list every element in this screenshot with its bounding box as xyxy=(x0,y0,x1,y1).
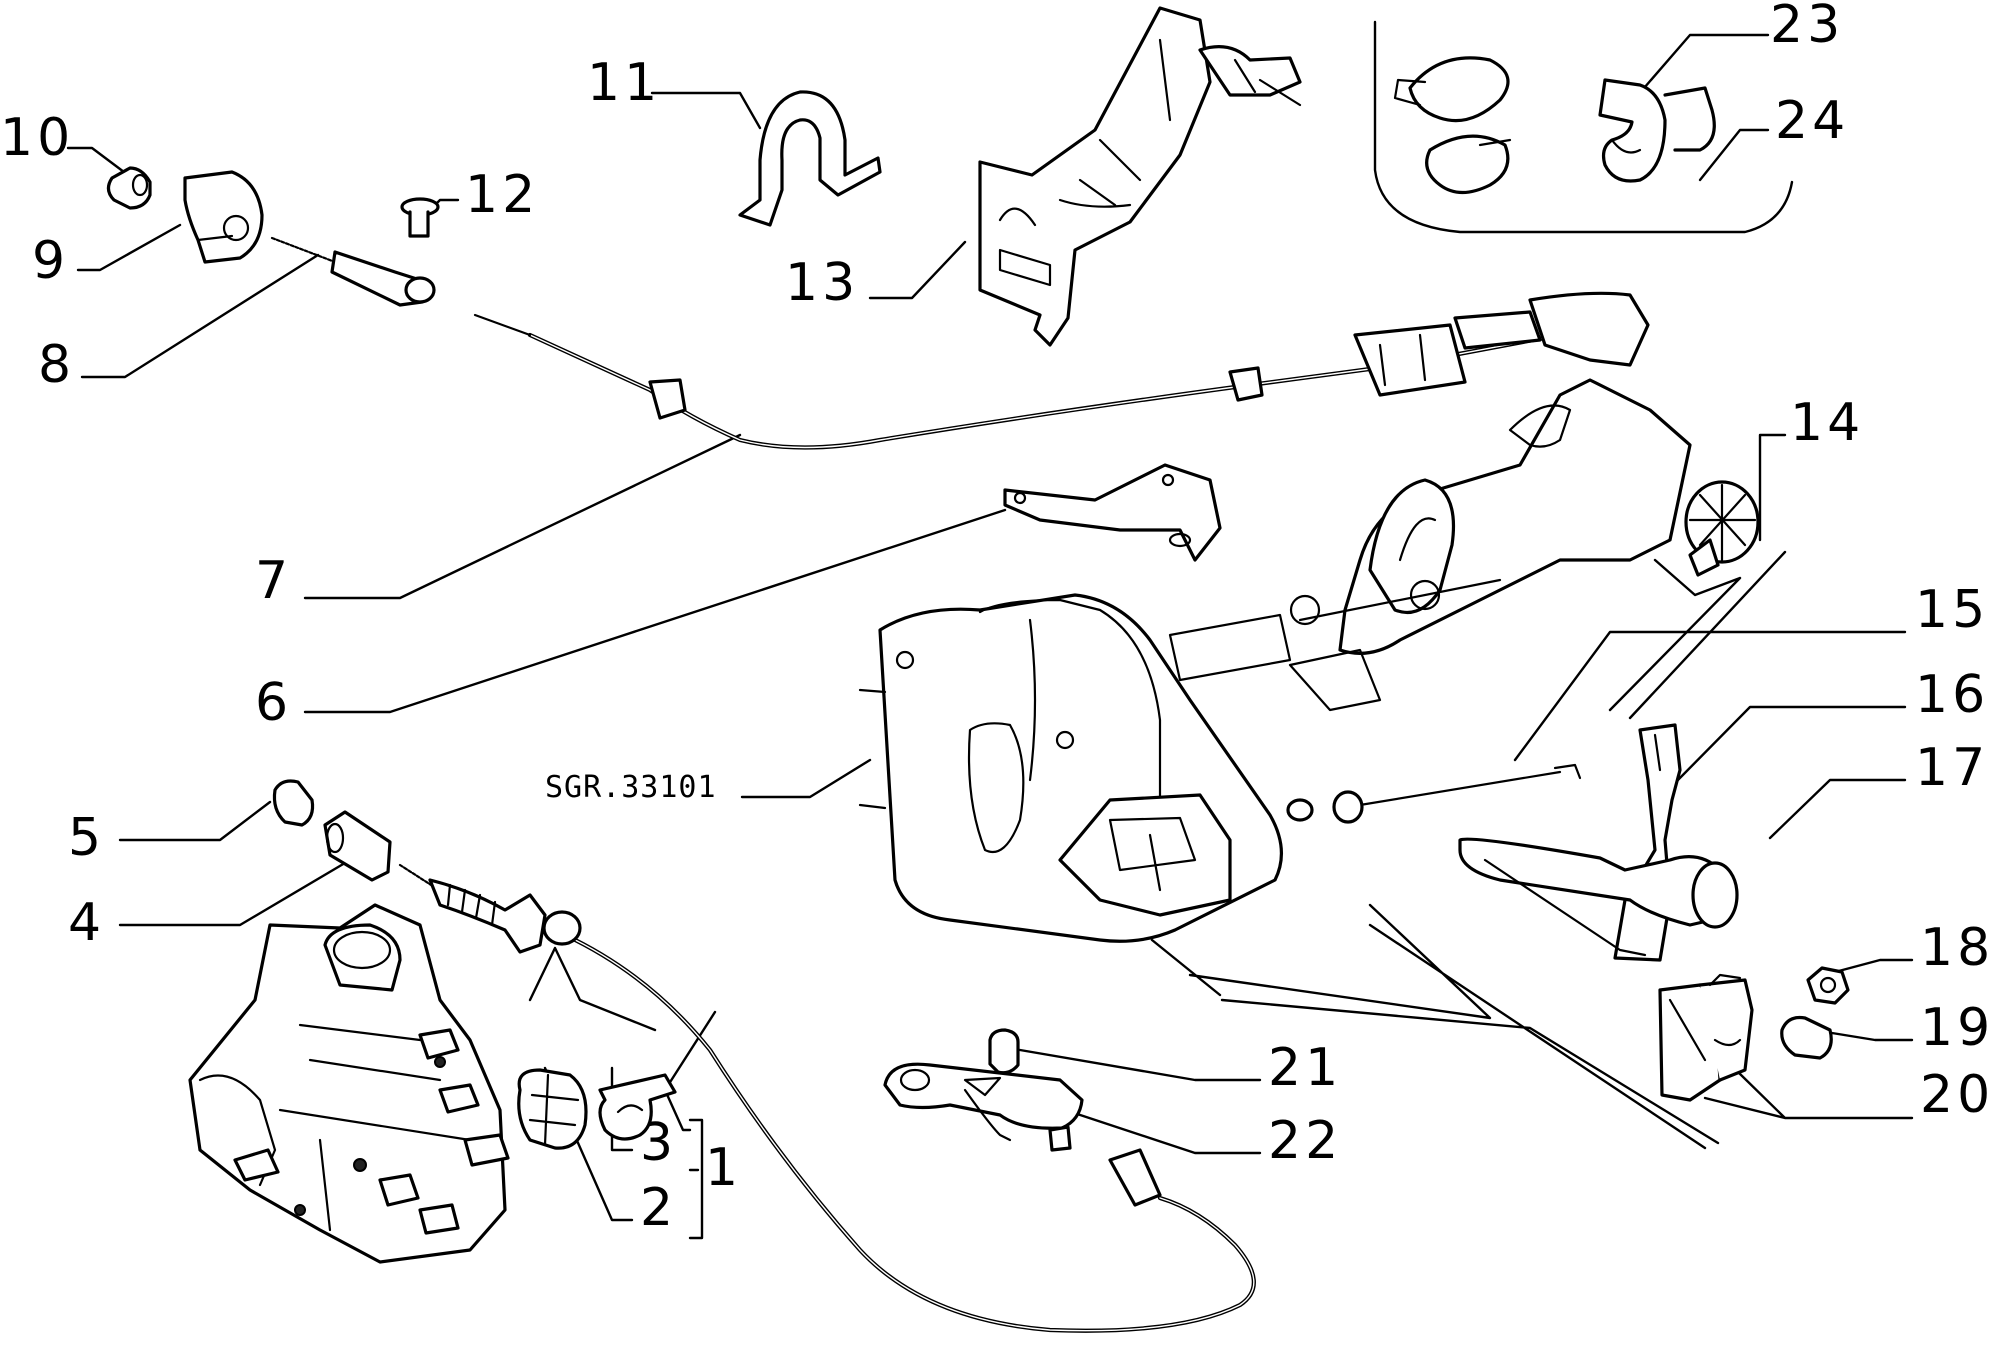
part-2-grommet xyxy=(517,1068,588,1150)
part-3-clip xyxy=(598,1073,677,1141)
callout-22: 22 xyxy=(1268,1111,1342,1171)
callout-6: 6 xyxy=(255,673,292,733)
leader-23 xyxy=(1623,33,1770,112)
leader-1 xyxy=(663,1010,717,1240)
callout-16: 16 xyxy=(1915,665,1989,725)
part-5-clip xyxy=(272,779,315,827)
part-16-rod xyxy=(1613,723,1682,962)
leader-9 xyxy=(76,223,182,272)
part-24-clip xyxy=(1598,78,1716,183)
leader-lines xyxy=(66,20,1914,1240)
callout-12: 12 xyxy=(465,165,539,225)
part-15-cable-clip xyxy=(1286,763,1582,824)
callout-11: 11 xyxy=(587,53,661,113)
callout-9: 9 xyxy=(32,231,69,291)
leader-19 xyxy=(1830,1031,1914,1042)
callout-8: 8 xyxy=(38,335,75,395)
callout-19: 19 xyxy=(1920,998,1994,1058)
leader-6 xyxy=(303,508,1007,714)
leader-7 xyxy=(303,433,742,600)
injection-pump xyxy=(188,903,510,1264)
part-7-cable-fittings xyxy=(648,291,1650,420)
leader-10 xyxy=(66,146,130,177)
cables xyxy=(473,313,1563,1333)
part-13-mount-bracket xyxy=(978,6,1302,347)
leader-8 xyxy=(80,253,320,379)
callout-5: 5 xyxy=(68,808,105,868)
part-20-switch xyxy=(1658,973,1754,1102)
part-21-spacer xyxy=(988,1028,1020,1075)
callout-2: 2 xyxy=(640,1178,677,1238)
callout-20: 20 xyxy=(1920,1065,1994,1125)
pedal-assembly xyxy=(1168,378,1692,712)
leader-ref xyxy=(740,758,872,799)
part-11-clamp xyxy=(738,90,882,227)
leader-14 xyxy=(1758,433,1787,542)
callout-15: 15 xyxy=(1915,580,1989,640)
part-19-bush xyxy=(1780,1015,1833,1060)
callout-7: 7 xyxy=(255,551,292,611)
leader-18 xyxy=(1833,958,1914,974)
part-12-bolt xyxy=(400,197,440,238)
leader-24 xyxy=(1698,128,1770,182)
leader-5 xyxy=(118,800,272,842)
part-23-clip xyxy=(1393,56,1512,195)
part-9-bracket xyxy=(183,170,264,264)
firewall-plate xyxy=(858,593,1284,943)
part-6-plate xyxy=(1003,463,1222,562)
callout-14: 14 xyxy=(1790,393,1864,453)
leader-20 xyxy=(1703,1070,1914,1120)
part-18-nut xyxy=(1806,966,1850,1005)
bracket-2-3 xyxy=(528,946,657,1032)
part-4-sleeve xyxy=(323,810,392,882)
callout-4: 4 xyxy=(68,893,105,953)
leader-4 xyxy=(118,858,352,927)
leader-22 xyxy=(1048,1103,1262,1155)
leader-21 xyxy=(1018,1048,1262,1082)
cable-15 xyxy=(1358,770,1562,807)
callout-labels: 1 2 3 4 5 6 7 8 9 10 11 12 13 14 15 16 1… xyxy=(0,0,1994,1238)
callout-1: 1 xyxy=(705,1138,742,1198)
leader-17 xyxy=(1768,778,1907,840)
leader-16 xyxy=(1670,705,1907,788)
reference-code: SGR.33101 xyxy=(545,770,717,805)
callout-24: 24 xyxy=(1775,91,1849,151)
leader-11 xyxy=(650,91,762,130)
part-14-knob xyxy=(1684,480,1760,577)
part-10-sleeve xyxy=(106,166,152,210)
part-1-cable-end xyxy=(398,863,582,954)
callout-21: 21 xyxy=(1268,1038,1342,1098)
leader-13 xyxy=(868,240,967,300)
part-8-cable-end xyxy=(270,236,436,307)
bracket-bottom xyxy=(1150,903,1720,1150)
bracket-23-24 xyxy=(1373,20,1794,234)
part-17-grommet xyxy=(1458,837,1739,957)
part-22-lever xyxy=(883,1062,1162,1207)
callout-10: 10 xyxy=(0,108,74,168)
callout-13: 13 xyxy=(785,253,859,313)
leader-15 xyxy=(1513,630,1907,762)
callout-18: 18 xyxy=(1920,918,1994,978)
callout-23: 23 xyxy=(1770,0,1844,55)
callout-17: 17 xyxy=(1915,738,1989,798)
bracket-14 xyxy=(1608,550,1787,720)
